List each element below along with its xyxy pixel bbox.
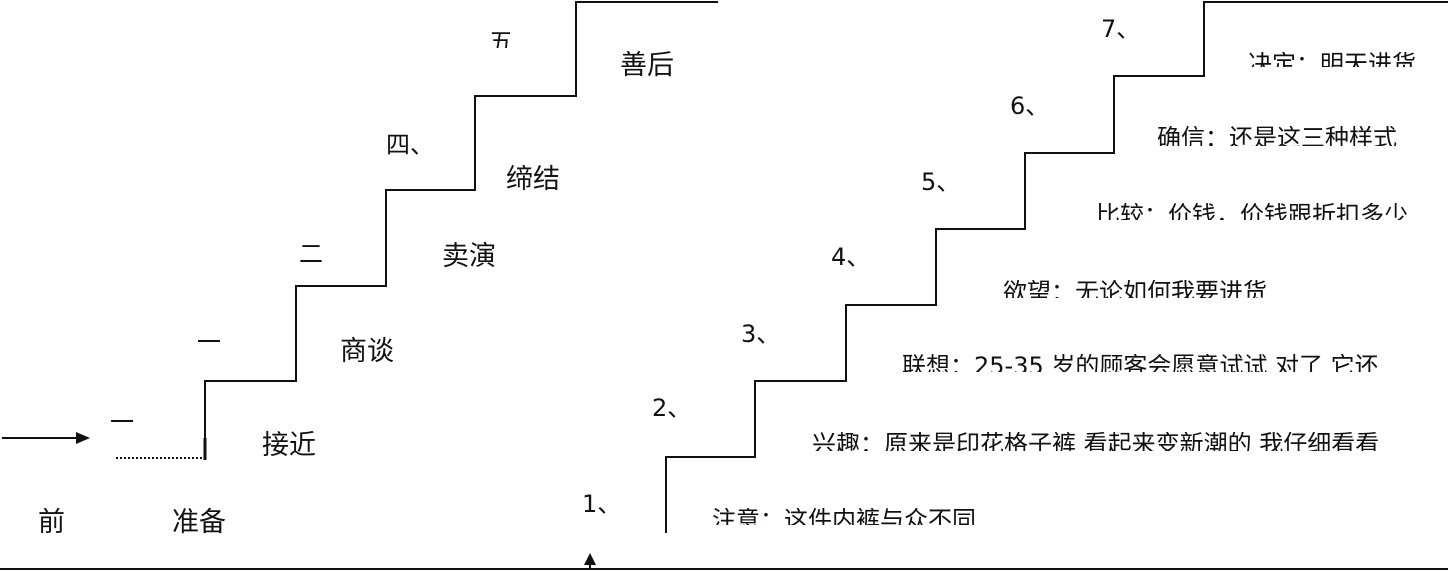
stage-prepare: 准备 xyxy=(172,507,226,538)
left-number-3: 二 xyxy=(299,240,323,268)
right-number-6: 6、 xyxy=(1010,92,1050,120)
right-number-2: 2、 xyxy=(652,394,692,422)
stage-demonstrate: 卖演 xyxy=(442,241,496,272)
right-number-7: 7、 xyxy=(1101,15,1141,43)
right-number-5: 5、 xyxy=(921,168,961,196)
stage-negotiate: 商谈 xyxy=(340,336,394,367)
left-number-5: 五 xyxy=(489,30,513,48)
entry-arrow-head-icon xyxy=(76,432,90,444)
right-number-1: 1、 xyxy=(582,490,622,518)
before-label: 前 xyxy=(38,507,65,538)
step-confirm: 确信：还是这三种样式 xyxy=(1157,126,1397,146)
stage-aftercare: 善后 xyxy=(620,50,674,81)
right-staircase-line xyxy=(665,1,1448,533)
right-number-4: 4、 xyxy=(831,243,871,271)
left-staircase-line xyxy=(204,1,718,460)
left-number-1: 一 xyxy=(110,408,134,436)
step-desire: 欲望：无论如何我要进货 xyxy=(1003,280,1267,298)
stage-close: 缔结 xyxy=(506,164,560,195)
step-compare: 比较：价钱，价钱跟折扣多少 xyxy=(1096,203,1408,220)
right-number-3: 3、 xyxy=(741,320,781,348)
stage-approach: 接近 xyxy=(262,430,316,461)
left-number-2: 一 xyxy=(197,328,221,356)
step-decide: 决定：明天进货 xyxy=(1248,52,1416,67)
step-interest: 兴趣：原来是印花格子裤 看起来变新潮的 我仔细看看 xyxy=(812,432,1380,451)
left-number-4: 四、 xyxy=(386,131,434,159)
up-arrow-head-icon xyxy=(584,553,596,565)
step-association: 联想：25-35 岁的顾客会愿意试试 对了 它还 xyxy=(902,354,1379,372)
step-attention: 注意：这件内裤与众不同 xyxy=(712,508,976,525)
